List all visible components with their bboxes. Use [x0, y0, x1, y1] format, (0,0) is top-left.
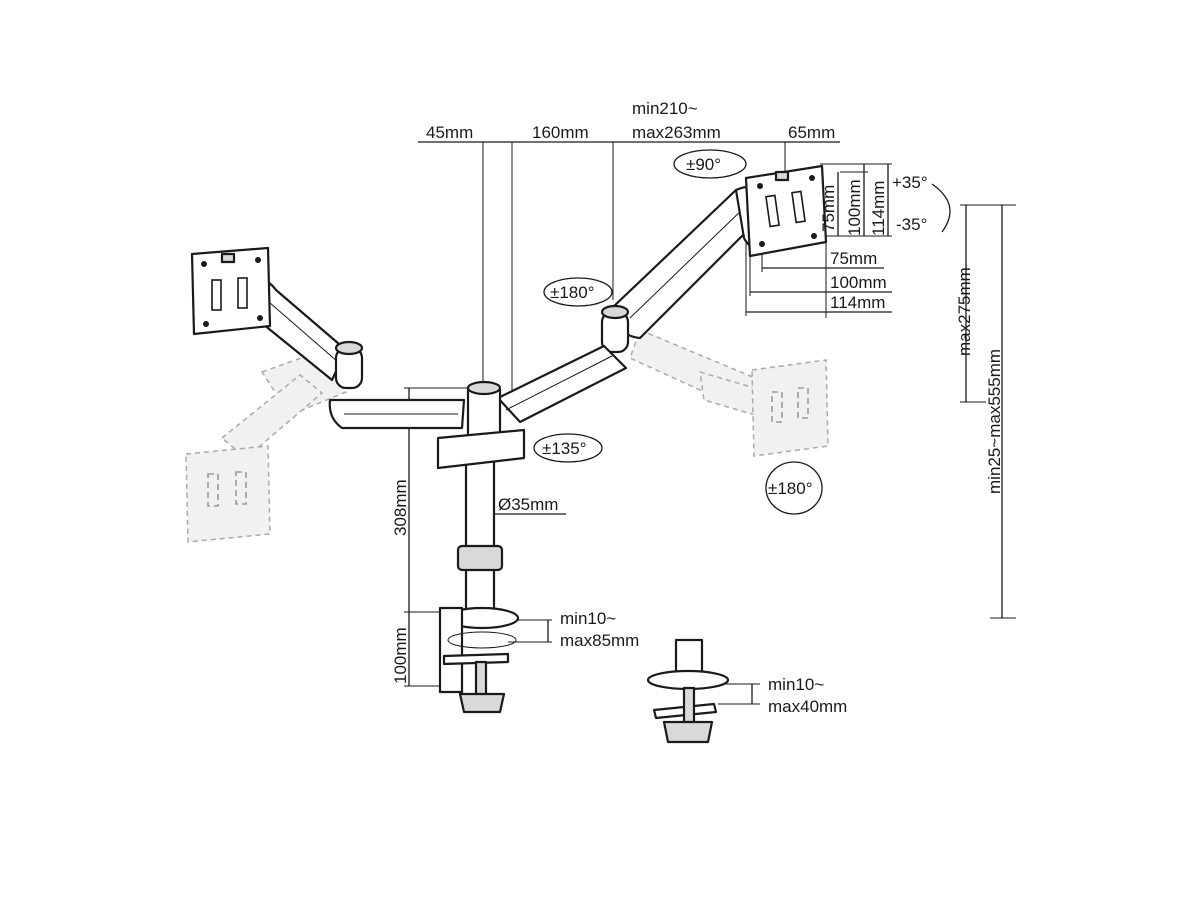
ghost-left-vesa-plate	[185, 445, 271, 543]
desk-clamp	[438, 606, 520, 714]
vesa-v100-label: 100mm	[845, 179, 864, 236]
right-elbow-joint	[600, 304, 630, 354]
height-range-label: min25~max555mm	[985, 349, 1004, 494]
pole-diameter-label: Ø35mm	[498, 495, 558, 514]
vesa-h114-label: 114mm	[830, 293, 885, 312]
vesa-v75-label: 75mm	[819, 185, 838, 232]
right-vesa-plate	[744, 164, 828, 258]
dim-arm-max: max263mm	[632, 123, 721, 142]
ghost-right-arm	[629, 329, 773, 422]
dim-arm-min: min210~	[632, 99, 698, 118]
labels: 45mm 160mm min210~ max263mm 65mm ±90° ±1…	[391, 99, 1004, 716]
left-elbow-joint	[334, 340, 364, 390]
grommet-mount	[646, 638, 730, 744]
rotation-180-left-label: ±180°	[550, 283, 595, 302]
vesa-h100-label: 100mm	[830, 273, 887, 292]
dim-160mm: 160mm	[532, 123, 589, 142]
vesa-v114-label: 114mm	[869, 181, 888, 236]
right-lower-arm	[496, 344, 628, 424]
vesa-h75-label: 75mm	[830, 249, 877, 268]
dim-65mm: 65mm	[788, 123, 835, 142]
left-vesa-plate	[190, 246, 272, 336]
rotation-180-right-label: ±180°	[768, 479, 813, 498]
clamp-range-max: max85mm	[560, 631, 639, 650]
rotation-arrow-icons	[533, 149, 951, 515]
ghost-right-vesa-plate	[751, 359, 829, 457]
clamp-range-min: min10~	[560, 609, 616, 628]
left-lower-arm	[328, 398, 466, 430]
grommet-range-max: max40mm	[768, 697, 847, 716]
pole-308mm-label: 308mm	[391, 479, 410, 536]
clamp-100mm-label: 100mm	[391, 627, 410, 684]
dim-45mm: 45mm	[426, 123, 473, 142]
rotation-90-label: ±90°	[686, 155, 721, 174]
tilt-up-label: +35°	[892, 173, 928, 192]
pole	[456, 438, 504, 620]
rotation-135-label: ±135°	[542, 439, 587, 458]
height-max275-label: max275mm	[955, 267, 974, 356]
tilt-down-label: -35°	[896, 215, 927, 234]
arm-collar	[436, 428, 526, 470]
pole-top-hub	[466, 380, 502, 442]
grommet-range-min: min10~	[768, 675, 824, 694]
dimension-lines	[404, 141, 1016, 705]
